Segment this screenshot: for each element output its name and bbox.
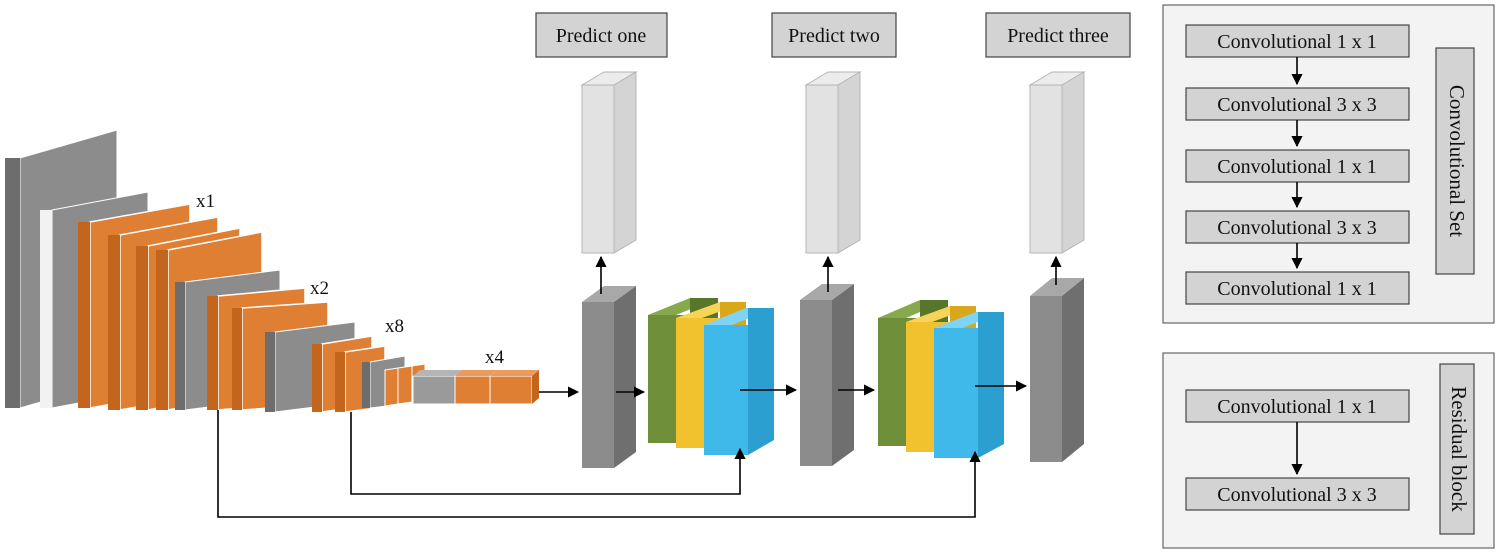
conv-set-layer-4 — [1185, 210, 1410, 244]
flow-arrows — [539, 255, 1062, 398]
concat-stack-2 — [878, 300, 1004, 458]
conv-set-layer-5 — [1185, 271, 1410, 305]
conv-block-3 — [1030, 278, 1084, 462]
repeat-label-x8: x8 — [385, 316, 404, 337]
conv-set-layer-4-label: Convolutional 3 x 3 — [1217, 217, 1376, 239]
residual-layer-1 — [1185, 389, 1410, 423]
repeat-label-x1: x1 — [196, 191, 215, 212]
backbone-tail — [412, 370, 539, 405]
convolutional-set-title: Convolutional Set — [1445, 85, 1469, 237]
conv-block-1 — [582, 286, 636, 468]
residual-layer-2-label: Convolutional 3 x 3 — [1217, 484, 1376, 506]
concat-stack-1 — [648, 298, 774, 455]
repeat-label-x2: x2 — [310, 278, 329, 299]
convolutional-set-title-box — [1435, 47, 1475, 275]
prediction-output-1 — [580, 71, 638, 254]
skip-connection-1 — [350, 412, 746, 495]
conv-set-layer-3-label: Convolutional 1 x 1 — [1217, 156, 1376, 178]
predict-one-box: Predict one — [535, 12, 668, 58]
convolutional-set-panel: Convolutional Set Convolutional 1 x 1 Co… — [1162, 4, 1495, 324]
residual-layer-1-label: Convolutional 1 x 1 — [1217, 396, 1376, 418]
skip-connection-2 — [217, 410, 981, 518]
conv-set-layer-1 — [1185, 24, 1410, 58]
predict-three-box: Predict three — [985, 12, 1131, 58]
residual-block-panel: Residual block Convolutional 1 x 1 Convo… — [1162, 352, 1495, 549]
predict-two-label: Predict two — [788, 25, 880, 47]
residual-block-title: Residual block — [1447, 386, 1471, 512]
skip-connections — [217, 410, 981, 518]
predict-three-label: Predict three — [1007, 25, 1109, 47]
residual-layer-2 — [1185, 477, 1410, 511]
prediction-output-2 — [804, 71, 862, 254]
conv-block-2 — [800, 284, 854, 466]
predict-one-label: Predict one — [556, 25, 647, 47]
repeat-label-x4: x4 — [485, 347, 505, 368]
predict-two-box: Predict two — [771, 12, 897, 58]
prediction-output-3 — [1028, 71, 1086, 254]
residual-block-title-box — [1439, 363, 1475, 535]
conv-set-layer-5-label: Convolutional 1 x 1 — [1217, 278, 1376, 300]
conv-set-layer-2-label: Convolutional 3 x 3 — [1217, 94, 1376, 116]
backbone — [5, 129, 539, 413]
conv-set-layer-1-label: Convolutional 1 x 1 — [1217, 31, 1376, 53]
backbone-orange-9 — [384, 365, 413, 407]
conv-set-layer-3 — [1185, 149, 1410, 183]
